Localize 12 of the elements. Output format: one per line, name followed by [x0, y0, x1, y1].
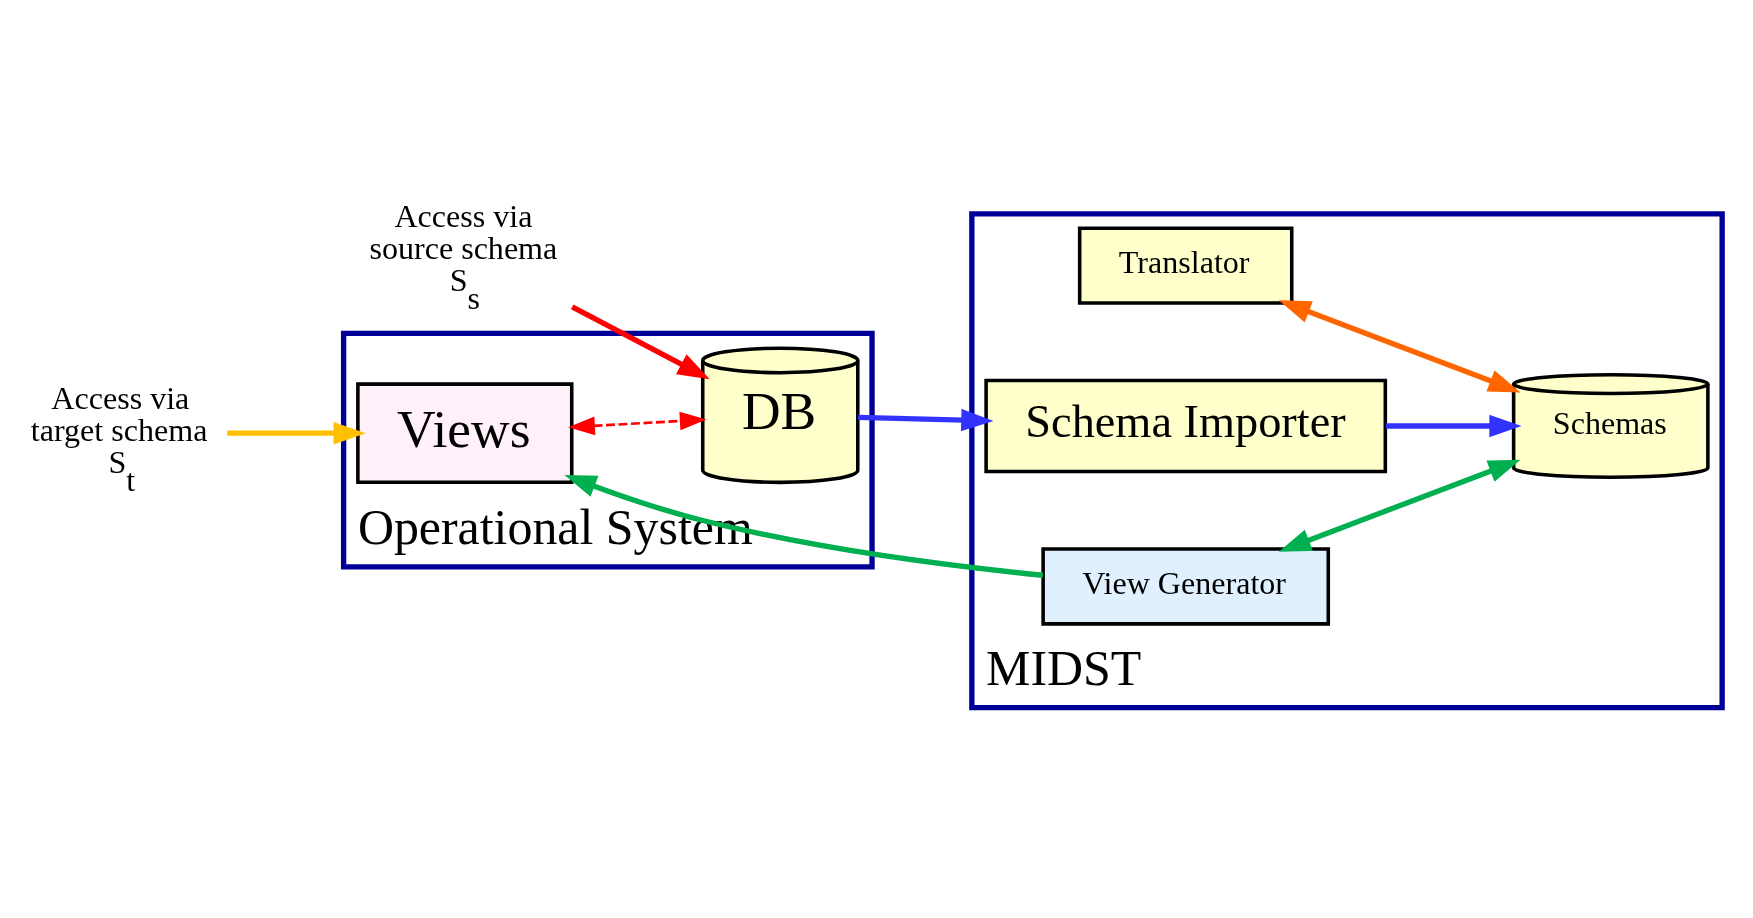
- arrow: [1385, 414, 1522, 438]
- arrow: [1278, 459, 1521, 552]
- arrow: [858, 408, 994, 432]
- node-box: View Generator: [1041, 547, 1331, 626]
- arrow: [564, 474, 1044, 578]
- arrow: [570, 304, 710, 380]
- node-box: Views: [356, 382, 574, 484]
- arrow: [1278, 300, 1521, 393]
- arrow: [568, 411, 707, 436]
- node-box: Schema Importer: [984, 378, 1388, 474]
- arrow: [227, 421, 366, 445]
- node-box: Translator: [1077, 226, 1294, 305]
